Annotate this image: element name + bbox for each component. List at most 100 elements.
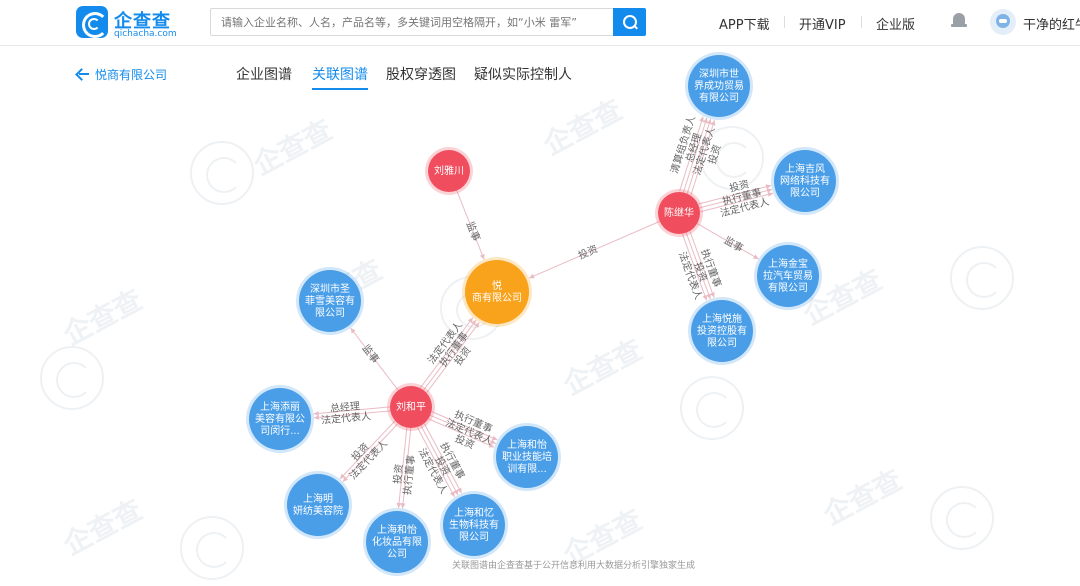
back-link-company[interactable]: 悦商有限公司 <box>95 68 168 82</box>
node-circle[interactable] <box>299 270 361 332</box>
node-label: 上海和怡 <box>377 523 417 536</box>
tab-equity-penetration[interactable]: 股权穿透图 <box>386 67 456 83</box>
relation-edge[interactable] <box>426 322 480 393</box>
edge-arrowhead <box>479 253 485 260</box>
node-label: 上海悦施 <box>702 312 742 325</box>
company-node[interactable]: 上海和怡职业技能培训有限... <box>493 423 561 491</box>
node-circle[interactable] <box>366 511 428 573</box>
relation-edge[interactable] <box>428 418 495 448</box>
node-label: 上海金宝 <box>768 257 808 270</box>
relation-edge[interactable] <box>342 423 399 483</box>
edge-label: 监事 <box>464 220 483 243</box>
node-circle[interactable] <box>390 386 432 428</box>
edge-label: 投资 <box>576 242 600 262</box>
relation-edge[interactable] <box>431 411 498 441</box>
node-circle[interactable] <box>496 426 558 488</box>
node-circle[interactable] <box>465 260 529 324</box>
search-input[interactable] <box>210 8 613 36</box>
edge-arrowhead <box>339 473 346 479</box>
node-label: 生物科技有 <box>449 518 499 531</box>
edge-arrowhead <box>396 502 402 508</box>
relation-edge[interactable] <box>350 327 399 391</box>
relation-edge[interactable] <box>696 223 759 260</box>
node-label: 有限公司 <box>699 91 739 104</box>
person-node[interactable]: 刘和平 <box>387 383 435 431</box>
relation-edge[interactable] <box>401 428 412 509</box>
person-node[interactable]: 陈继华 <box>655 189 703 237</box>
person-node[interactable]: 刘雅川 <box>425 147 473 195</box>
relation-edge[interactable] <box>423 319 477 391</box>
relation-edge[interactable] <box>686 118 712 194</box>
edge-label: 监事 <box>722 233 746 254</box>
tab-enterprise-graph[interactable]: 企业图谱 <box>236 67 292 83</box>
search-button[interactable] <box>613 8 646 36</box>
relation-edge[interactable] <box>528 220 660 279</box>
relation-edge[interactable] <box>700 192 774 213</box>
vip-link[interactable]: 开通VIP <box>799 18 846 33</box>
node-label: 职业技能培 <box>502 450 552 463</box>
relation-edge[interactable] <box>681 233 708 301</box>
relation-edge[interactable] <box>313 410 391 419</box>
tab-relation-graph[interactable]: 关联图谱 <box>312 64 368 90</box>
relation-edge[interactable] <box>419 317 474 389</box>
relation-edge[interactable] <box>690 120 715 195</box>
edge-arrowhead <box>752 254 759 259</box>
company-node[interactable]: 上海添丽美容有限公司闵行... <box>246 385 314 453</box>
tab-actual-controller[interactable]: 疑似实际控制人 <box>474 67 572 83</box>
relation-edge[interactable] <box>398 427 408 509</box>
node-label: 限公司 <box>790 187 820 199</box>
node-circle[interactable] <box>658 192 700 234</box>
qichacha-logo[interactable]: 企查查 qichacha.com <box>76 6 177 40</box>
node-circle[interactable] <box>757 245 819 307</box>
relation-edge[interactable] <box>698 185 772 205</box>
node-circle[interactable] <box>287 474 349 536</box>
center-company-node[interactable]: 悦商有限公司 <box>462 257 532 327</box>
node-label: 菲雪美容有 <box>305 294 355 307</box>
relation-edge[interactable] <box>699 188 773 209</box>
watermark-icon <box>930 486 994 550</box>
avatar[interactable] <box>990 9 1016 35</box>
edge-arrowhead <box>400 503 406 509</box>
graph-footer-note: 关联图谱由企查查基于公开信息利用大数据分析引擎独家生成 <box>452 561 696 571</box>
relation-edge[interactable] <box>689 231 715 298</box>
node-label: 拉汽车贸易 <box>763 269 813 282</box>
relation-edge[interactable] <box>420 425 459 496</box>
relation-edge[interactable] <box>685 232 711 300</box>
relation-edge[interactable] <box>456 190 485 260</box>
enterprise-link[interactable]: 企业版 <box>876 18 916 33</box>
relation-edge[interactable] <box>423 423 462 494</box>
watermark-icon <box>40 346 104 410</box>
nav-divider <box>861 16 862 28</box>
notification-bell-icon[interactable] <box>951 12 967 30</box>
relation-edge[interactable] <box>416 427 455 498</box>
edge-arrowhead <box>488 442 495 448</box>
node-label: 刘雅川 <box>434 164 464 177</box>
relation-edge[interactable] <box>430 414 496 445</box>
node-circle[interactable] <box>688 55 750 117</box>
node-circle[interactable] <box>774 150 836 212</box>
edge-arrowhead <box>529 273 535 279</box>
node-circle[interactable] <box>249 388 311 450</box>
relation-edge[interactable] <box>679 116 704 192</box>
relation-graph-canvas[interactable]: 企查查 企查查 企查查 企查查 企查查 企查查 企查查 企查查 企查查 监事投资… <box>0 46 1080 586</box>
node-circle[interactable] <box>691 300 753 362</box>
node-circle[interactable] <box>428 150 470 192</box>
relation-graph-svg[interactable]: 监事投资法定代表人执行董事投资清算组负责人总经理法定代表人投资投资执行董事法定代… <box>0 46 1080 586</box>
node-circle[interactable] <box>443 494 505 556</box>
back-arrow-icon[interactable] <box>76 68 90 80</box>
relation-edge[interactable] <box>313 406 390 415</box>
edge-arrowhead <box>490 439 496 444</box>
app-download-link[interactable]: APP下载 <box>719 18 770 33</box>
username[interactable]: 干净的红牛 <box>1023 18 1080 33</box>
node-label: 美容有限公 <box>255 412 305 425</box>
relation-edge[interactable] <box>339 420 396 480</box>
relation-edge[interactable] <box>682 117 708 193</box>
